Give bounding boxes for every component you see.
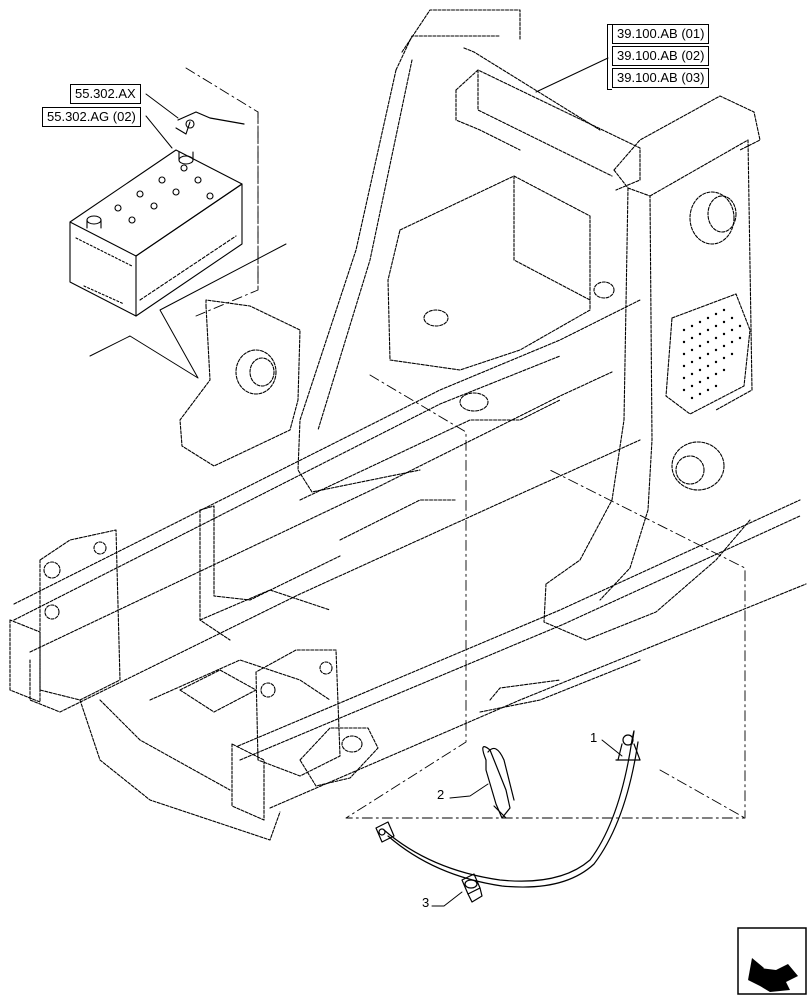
grill-perforations: [682, 308, 742, 400]
reference-group-bracket: [607, 24, 612, 90]
cable-item-1: [375, 730, 641, 888]
callout-item-3: 3: [422, 895, 430, 910]
battery: [69, 111, 245, 317]
reference-39-100-ab-02[interactable]: 39.100.AB (02): [612, 46, 710, 66]
main-frame: [9, 299, 807, 841]
bolt-item-3: [461, 873, 483, 903]
reference-55-302-ag[interactable]: 55.302.AG (02): [42, 107, 141, 127]
reference-55-302-ax[interactable]: 55.302.AX: [70, 84, 141, 104]
battery-mount-plate: [179, 299, 301, 467]
callout-item-1: 1: [590, 730, 598, 745]
callout-item-2: 2: [437, 787, 445, 802]
reference-39-100-ab-01[interactable]: 39.100.AB (01): [612, 24, 710, 44]
ref-leaders: [145, 57, 609, 149]
loader-tower: [297, 9, 761, 641]
arrow-back-icon[interactable]: [737, 927, 807, 995]
reference-39-100-ab-03[interactable]: 39.100.AB (03): [612, 68, 710, 88]
callout-leaders: [431, 739, 623, 907]
break-line: [89, 243, 287, 379]
clamp-item-2: [482, 746, 515, 819]
